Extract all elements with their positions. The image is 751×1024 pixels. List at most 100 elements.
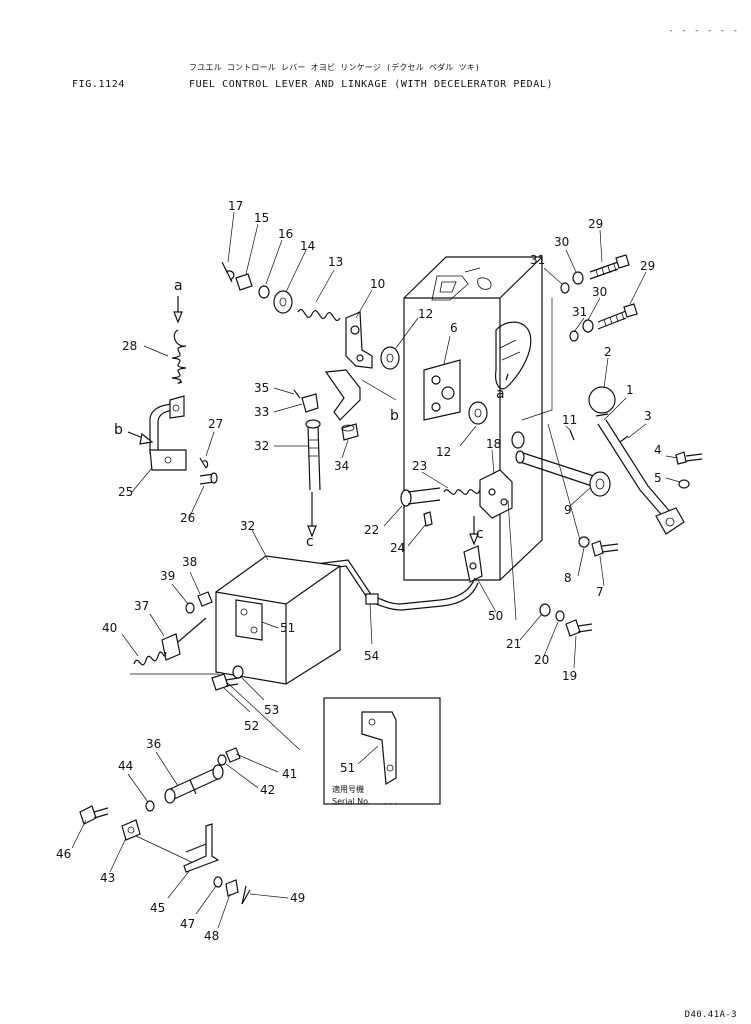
part-12-washer-lower <box>468 401 488 425</box>
callout-28: 28 <box>122 339 137 353</box>
part-43-lever <box>121 819 141 841</box>
callout-44: 44 <box>118 759 133 773</box>
callout-23: 23 <box>412 459 427 473</box>
ref-c-right: c <box>476 526 484 542</box>
callout-26: 26 <box>180 511 195 525</box>
callout-10: 10 <box>370 277 385 291</box>
title-japanese: フユエル コントロール レバー オヨビ リンケージ (デクセル ペダル ツキ) <box>189 63 480 72</box>
callout-2: 2 <box>604 345 612 359</box>
callout-54: 54 <box>364 649 379 663</box>
part-22-pin <box>400 487 441 507</box>
part-23-spring <box>443 489 481 495</box>
callout-38: 38 <box>182 555 197 569</box>
part-10-lever <box>324 311 397 421</box>
part-33-clevis <box>301 393 319 413</box>
part-28-spring <box>171 329 187 384</box>
corner-mark: - - - - - - <box>668 26 739 36</box>
callout-22: 22 <box>364 523 379 537</box>
callout-4: 4 <box>654 443 662 457</box>
part-25-handle <box>149 395 187 471</box>
inset-caption-jp: 適用号機 <box>332 784 364 794</box>
part-53-washer <box>232 665 244 679</box>
callout-29: 29 <box>640 259 655 273</box>
callout-53: 53 <box>264 703 279 717</box>
callout-27: 27 <box>208 417 223 431</box>
callout-31: 31 <box>530 253 545 267</box>
callout-21: 21 <box>506 637 521 651</box>
part-30-washer-lower <box>582 319 594 333</box>
ref-c-left: c <box>306 534 314 550</box>
reference-arrows <box>127 296 509 546</box>
part-37-clevis <box>161 617 207 661</box>
callout-49: 49 <box>290 891 305 905</box>
inset-caption-dash: . . . <box>384 797 397 806</box>
callout-11: 11 <box>562 413 577 427</box>
callout-18: 18 <box>486 437 501 451</box>
callout-35: 35 <box>254 381 269 395</box>
part-17-cotter-pin <box>221 261 235 283</box>
callout-5: 5 <box>654 471 662 485</box>
callout-37: 37 <box>134 599 149 613</box>
part-41-nut <box>225 747 241 763</box>
callout-52: 52 <box>244 719 259 733</box>
callout-34: 34 <box>334 459 349 473</box>
part-50-clevis <box>463 545 483 583</box>
part-42-washer <box>217 754 227 766</box>
part-31-lockwasher-lower <box>569 330 579 342</box>
part-35-pin <box>293 389 301 399</box>
part-44-washer <box>145 800 155 812</box>
part-36-pedal-shaft <box>164 764 224 804</box>
callout-24: 24 <box>390 541 405 555</box>
part-51-bracket <box>235 599 263 641</box>
part-31-lockwasher-upper <box>560 282 570 294</box>
callout-45: 45 <box>150 901 165 915</box>
part-46-bolt <box>79 805 109 825</box>
callout-48: 48 <box>204 929 219 943</box>
callout-31: 31 <box>572 305 587 319</box>
callout-43: 43 <box>100 871 115 885</box>
part-32-rod-end <box>305 419 321 491</box>
figure-number: FIG.1124 <box>72 79 125 90</box>
part-30-washer-upper <box>572 271 584 285</box>
callout-25: 25 <box>118 485 133 499</box>
part-11-pin <box>569 429 575 441</box>
callout-32: 32 <box>254 439 269 453</box>
part-20-lockwasher <box>555 610 565 622</box>
part-45-bracket <box>183 823 220 873</box>
part-6-bracket <box>423 359 461 421</box>
callout-7: 7 <box>596 585 604 599</box>
part-21-washer <box>539 603 551 617</box>
callout-51: 51 <box>280 621 295 635</box>
callout-3: 3 <box>644 409 652 423</box>
part-34-sleeve <box>341 423 359 441</box>
callout-12: 12 <box>436 445 451 459</box>
leader-lines <box>71 211 681 929</box>
part-14-collar <box>273 290 293 314</box>
sheet-code: D40.41A-3 <box>684 1010 737 1020</box>
callout-8: 8 <box>564 571 572 585</box>
callout-41: 41 <box>282 767 297 781</box>
callout-1: 1 <box>626 383 634 397</box>
part-16-washer <box>258 285 270 299</box>
callout-47: 47 <box>180 917 195 931</box>
inset-part-label: 51 <box>340 761 355 775</box>
part-3-pin <box>619 435 629 443</box>
callout-40: 40 <box>102 621 117 635</box>
part-8-washer <box>578 536 590 548</box>
part-40-spring <box>133 651 167 666</box>
callout-46: 46 <box>56 847 71 861</box>
part-19-bolt <box>565 619 593 637</box>
callout-17: 17 <box>228 199 243 213</box>
ref-b-right: b <box>390 408 399 424</box>
part-38-nut <box>197 591 213 607</box>
part-4-bolt <box>675 451 703 465</box>
callout-20: 20 <box>534 653 549 667</box>
callout-6: 6 <box>450 321 458 335</box>
part-29-bolt-upper <box>589 254 630 280</box>
callout-13: 13 <box>328 255 343 269</box>
callout-19: 19 <box>562 669 577 683</box>
part-32-housing <box>215 555 341 685</box>
